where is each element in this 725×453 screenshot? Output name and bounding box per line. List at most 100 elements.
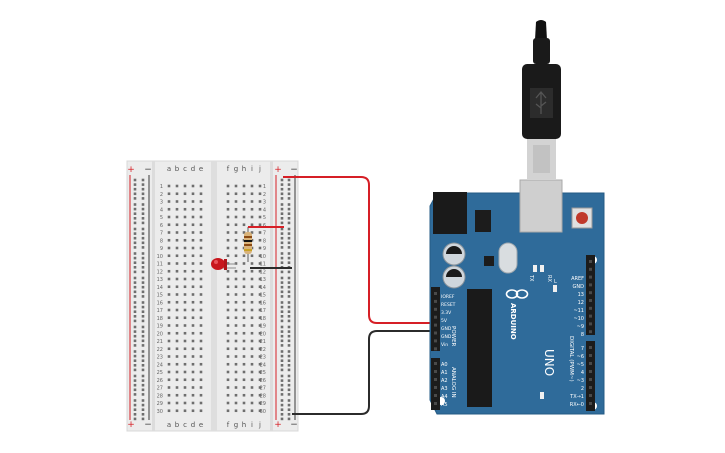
rail-hole[interactable] bbox=[141, 305, 145, 309]
rail-hole[interactable] bbox=[287, 256, 291, 260]
rail-hole[interactable] bbox=[287, 319, 291, 323]
breadboard-hole[interactable] bbox=[167, 362, 171, 366]
breadboard-hole[interactable] bbox=[183, 331, 187, 335]
breadboard-hole[interactable] bbox=[183, 401, 187, 405]
breadboard-hole[interactable] bbox=[183, 246, 187, 250]
breadboard-hole[interactable] bbox=[250, 223, 254, 227]
header-pin[interactable] bbox=[589, 378, 592, 381]
rail-hole[interactable] bbox=[280, 221, 284, 225]
rail-hole[interactable] bbox=[133, 227, 137, 231]
rail-hole[interactable] bbox=[141, 295, 145, 298]
rail-hole[interactable] bbox=[280, 270, 284, 274]
breadboard-hole[interactable] bbox=[258, 339, 262, 343]
dc-power-jack[interactable] bbox=[433, 192, 467, 234]
breadboard-hole[interactable] bbox=[199, 215, 203, 219]
rail-hole[interactable] bbox=[133, 236, 137, 240]
breadboard-hole[interactable] bbox=[183, 254, 187, 258]
breadboard-hole[interactable] bbox=[250, 339, 254, 343]
rail-hole[interactable] bbox=[280, 241, 284, 245]
rail-hole[interactable] bbox=[287, 203, 291, 206]
rail-hole[interactable] bbox=[133, 256, 137, 260]
breadboard-hole[interactable] bbox=[234, 331, 238, 335]
breadboard-hole[interactable] bbox=[183, 370, 187, 374]
breadboard-hole[interactable] bbox=[250, 215, 254, 219]
header-pin[interactable] bbox=[589, 306, 592, 310]
rail-hole[interactable] bbox=[280, 236, 284, 240]
rail-hole[interactable] bbox=[280, 187, 284, 191]
breadboard-hole[interactable] bbox=[199, 339, 203, 343]
breadboard-hole[interactable] bbox=[183, 324, 187, 327]
rail-hole[interactable] bbox=[287, 178, 291, 182]
rail-hole[interactable] bbox=[133, 354, 137, 358]
digital-header-low[interactable] bbox=[586, 341, 595, 411]
rail-hole[interactable] bbox=[141, 393, 145, 396]
rail-hole[interactable] bbox=[133, 319, 137, 323]
rail-hole[interactable] bbox=[280, 310, 284, 313]
breadboard-hole[interactable] bbox=[250, 262, 254, 265]
breadboard-hole[interactable] bbox=[183, 308, 187, 312]
breadboard-hole[interactable] bbox=[242, 200, 246, 203]
rail-hole[interactable] bbox=[287, 276, 291, 280]
breadboard-hole[interactable] bbox=[199, 393, 203, 397]
header-pin[interactable] bbox=[589, 394, 592, 397]
breadboard-hole[interactable] bbox=[242, 331, 246, 335]
breadboard-hole[interactable] bbox=[167, 409, 171, 413]
breadboard-hole[interactable] bbox=[234, 409, 238, 413]
breadboard-hole[interactable] bbox=[199, 308, 203, 312]
breadboard-hole[interactable] bbox=[183, 269, 187, 273]
breadboard-hole[interactable] bbox=[167, 339, 171, 343]
breadboard-hole[interactable] bbox=[242, 285, 246, 289]
breadboard-hole[interactable] bbox=[226, 339, 230, 343]
breadboard-hole[interactable] bbox=[175, 378, 179, 382]
rail-hole[interactable] bbox=[287, 252, 291, 255]
breadboard-hole[interactable] bbox=[191, 192, 195, 196]
breadboard-hole[interactable] bbox=[183, 316, 187, 320]
breadboard-hole[interactable] bbox=[226, 308, 230, 312]
rail-hole[interactable] bbox=[287, 374, 291, 378]
breadboard-hole[interactable] bbox=[183, 362, 187, 366]
breadboard-hole[interactable] bbox=[191, 262, 195, 265]
breadboard-hole[interactable] bbox=[183, 215, 187, 219]
breadboard-hole[interactable] bbox=[226, 316, 230, 320]
breadboard-hole[interactable] bbox=[199, 386, 203, 389]
breadboard-hole[interactable] bbox=[183, 339, 187, 343]
header-pin[interactable] bbox=[589, 370, 592, 373]
rail-hole[interactable] bbox=[133, 203, 137, 206]
header-pin[interactable] bbox=[434, 394, 437, 397]
breadboard-hole[interactable] bbox=[191, 339, 195, 343]
rail-hole[interactable] bbox=[141, 310, 145, 313]
rail-hole[interactable] bbox=[133, 350, 137, 353]
breadboard-hole[interactable] bbox=[226, 184, 230, 188]
rail-hole[interactable] bbox=[141, 266, 145, 269]
breadboard-hole[interactable] bbox=[175, 246, 179, 250]
led-red[interactable] bbox=[211, 258, 236, 270]
breadboard-hole[interactable] bbox=[242, 401, 246, 405]
breadboard-hole[interactable] bbox=[191, 200, 195, 203]
rail-hole[interactable] bbox=[133, 183, 137, 186]
rail-hole[interactable] bbox=[133, 261, 137, 264]
breadboard-hole[interactable] bbox=[167, 331, 171, 335]
breadboard-hole[interactable] bbox=[226, 200, 230, 203]
breadboard-hole[interactable] bbox=[191, 401, 195, 405]
breadboard-hole[interactable] bbox=[234, 223, 238, 227]
breadboard-hole[interactable] bbox=[234, 316, 238, 320]
breadboard-hole[interactable] bbox=[226, 324, 230, 327]
rail-hole[interactable] bbox=[133, 364, 137, 367]
breadboard-hole[interactable] bbox=[250, 362, 254, 366]
breadboard-hole[interactable] bbox=[234, 285, 238, 289]
rail-hole[interactable] bbox=[287, 192, 291, 196]
breadboard-hole[interactable] bbox=[167, 324, 171, 327]
breadboard-hole[interactable] bbox=[175, 362, 179, 366]
breadboard-hole[interactable] bbox=[242, 370, 246, 374]
rail-hole[interactable] bbox=[141, 285, 145, 289]
rail-hole[interactable] bbox=[280, 383, 284, 387]
rail-hole[interactable] bbox=[141, 276, 145, 280]
rail-hole[interactable] bbox=[287, 350, 291, 353]
rail-hole[interactable] bbox=[280, 393, 284, 396]
breadboard-hole[interactable] bbox=[226, 207, 230, 211]
breadboard-hole[interactable] bbox=[258, 393, 262, 397]
header-pin[interactable] bbox=[589, 354, 592, 357]
header-pin[interactable] bbox=[589, 314, 592, 318]
breadboard-hole[interactable] bbox=[175, 300, 179, 304]
rail-hole[interactable] bbox=[133, 403, 137, 407]
